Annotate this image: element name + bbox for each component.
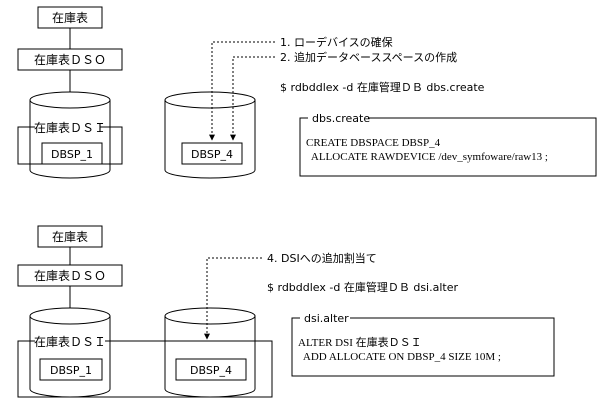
top-dbsp1-box [41,142,103,165]
top-dsi-frame-right [100,126,123,165]
bottom-command-text: $ rdbddlex -d 在庫管理ＤＢ dsi.alter [267,280,458,294]
bottom-dsi-label: 在庫表ＤＳＩ [34,335,106,349]
bottom-dbsp1-label: DBSP_1 [50,364,92,377]
top-file-title: dbs.create [312,112,370,125]
top-file-line2: ALLOCATE RAWDEVICE /dev_symfoware/raw13 … [306,151,548,163]
bottom-dso-label: 在庫表ＤＳＯ [34,269,106,283]
bottom-cylinder-1 [29,307,111,398]
top-file-title-bg [308,110,368,124]
bottom-diagram: 在庫表 在庫表ＤＳＯ 在庫表ＤＳＩ DBSP_1 DBSP_4 4. DSIへの… [17,225,555,398]
top-diagram: 在庫表 在庫表ＤＳＯ 在庫表ＤＳＩ DBSP_1 DBSP_4 1. ローデバイ… [17,6,597,179]
bottom-file-title-bg [300,310,350,324]
top-dbsp4-label: DBSP_4 [191,148,233,161]
bottom-step4-text: 4. DSIへの追加割当て [267,251,377,265]
top-dsi-label: 在庫表ＤＳＩ [34,121,106,135]
bottom-file-title: dsi.alter [304,312,349,325]
bottom-dsi-frame [17,340,273,398]
top-cylinder-2 [164,91,256,179]
bottom-file-line2: ADD ALLOCATE ON DBSP_4 SIZE 10M ; [298,351,501,363]
top-cylinder-1 [29,91,111,179]
top-file-line1: CREATE DBSPACE DBSP_4 [306,137,441,149]
top-step2-text: 2. 追加データベーススペースの作成 [280,50,457,64]
bottom-cylinder-2 [164,307,256,398]
bottom-file-box [291,317,555,377]
top-dso-label: 在庫表ＤＳＯ [34,53,106,67]
top-file-box [299,117,597,177]
bottom-file-line1: ALTER DSI 在庫表ＤＳＩ [298,335,422,349]
top-step1-text: 1. ローデバイスの確保 [280,35,393,49]
top-table-label: 在庫表 [52,11,88,25]
top-dsi-frame-left [17,126,45,165]
top-dbsp4-box [181,142,243,165]
bottom-table-label: 在庫表 [52,230,88,244]
top-dbsp1-label: DBSP_1 [51,148,93,161]
top-command-text: $ rdbddlex -d 在庫管理ＤＢ dbs.create [280,80,485,94]
bottom-dbsp4-label: DBSP_4 [190,364,232,377]
bottom-arrow-step4 [204,257,262,340]
bottom-dbsp4-box [175,358,247,381]
top-arrow-step2 [230,56,275,141]
bottom-dbsp1-box [39,358,103,381]
top-arrow-step1 [209,41,275,141]
